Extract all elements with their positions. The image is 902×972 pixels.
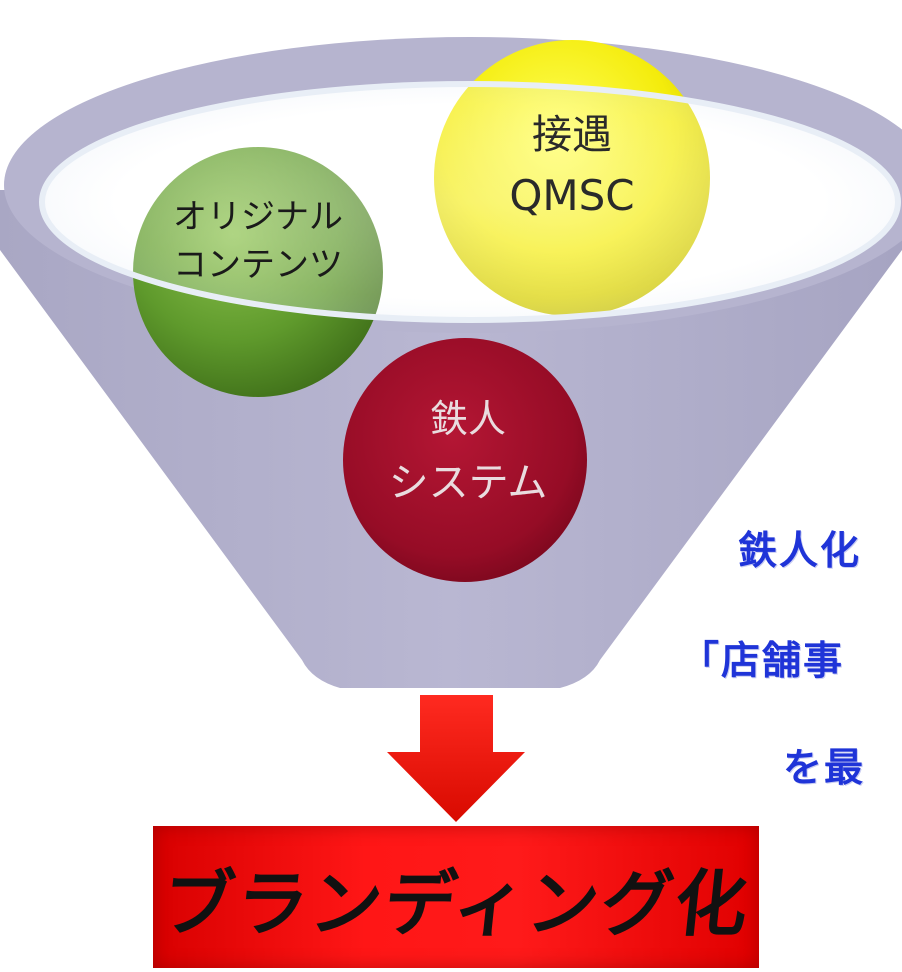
side-text-line1: 鉄人化 [738, 529, 862, 574]
content-label-line2: コンテンツ [173, 245, 343, 285]
service-label-line2: QMSC [509, 171, 634, 220]
funnel-rim-glass [39, 81, 901, 323]
system-label-line1: 鉄人 [430, 397, 506, 441]
branding-label: ブランディング化 [157, 861, 754, 946]
system-label-line2: システム [389, 460, 548, 506]
side-text-line2: 「店舗事 [680, 639, 845, 684]
branding-box: ブランディング化 [153, 826, 759, 968]
content-label-line1: オリジナル [173, 197, 343, 237]
side-text-line3: を最 [783, 746, 866, 791]
down-arrow [387, 695, 525, 822]
service-label-line1: 接遇 [532, 112, 612, 158]
system-circle [343, 338, 587, 582]
